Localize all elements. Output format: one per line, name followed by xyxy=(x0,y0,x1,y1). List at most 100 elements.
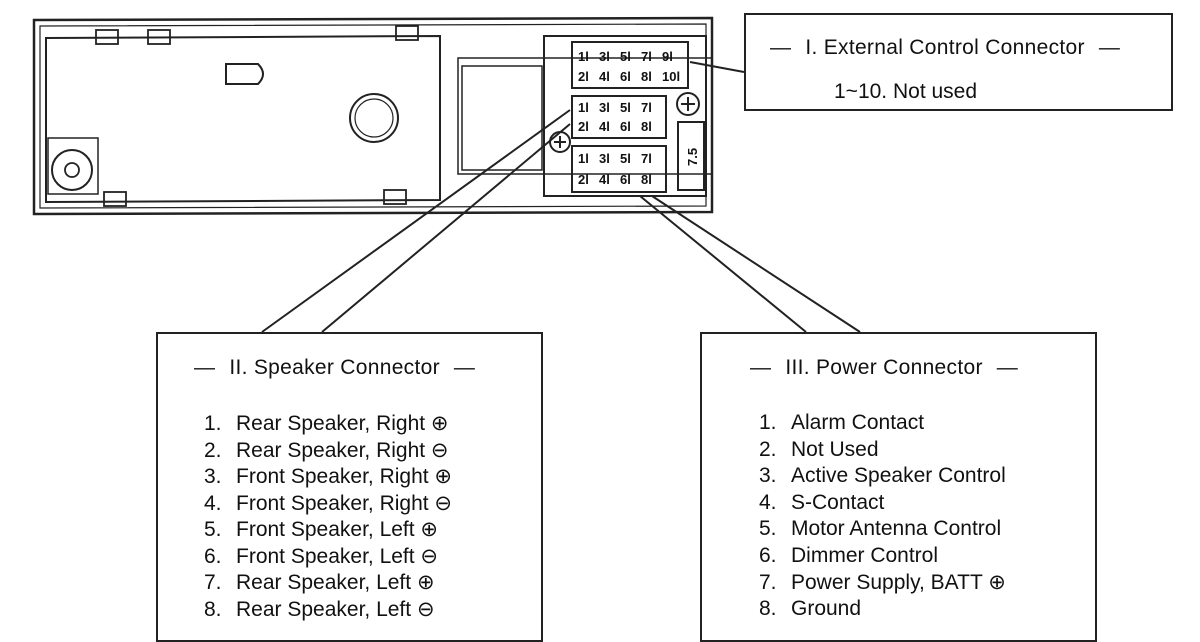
list-item-number: 4. xyxy=(204,491,222,515)
pin-number: 6l xyxy=(620,172,631,187)
pin-number: 2l xyxy=(578,119,589,134)
list-item-number: 3. xyxy=(759,464,777,487)
power-connector-title-row: — III. Power Connector — xyxy=(736,356,1032,380)
pin-number: 2l xyxy=(578,69,589,84)
list-item-label: Dimmer Control xyxy=(791,543,939,567)
power-connector-shape xyxy=(571,145,667,193)
leader-line-power xyxy=(639,195,807,333)
pin-number: 8l xyxy=(641,172,652,187)
pin-number: 5l xyxy=(620,100,631,115)
pin-number: 10l xyxy=(662,69,680,84)
pin-number: 4l xyxy=(599,172,610,187)
housing-tab xyxy=(103,191,127,207)
list-item-label: Not Used xyxy=(791,437,879,461)
list-item-number: 1. xyxy=(759,411,777,434)
list-item-label: Active Speaker Control xyxy=(791,464,1006,487)
title-dash: — xyxy=(194,356,216,379)
screw-icon xyxy=(51,149,93,191)
plus-terminal-icon xyxy=(676,92,700,116)
pin-number: 3l xyxy=(599,100,610,115)
list-item-number: 8. xyxy=(759,596,777,620)
rear-panel xyxy=(457,57,713,175)
title-dash: — xyxy=(996,356,1019,379)
radio-chassis xyxy=(32,16,714,216)
power-pin-list: 1. Alarm Contact 2.Not Used 3. Active Spea… xyxy=(759,411,1006,623)
leader-line-power xyxy=(651,195,861,333)
list-item: 6. Front Speaker, Left ⊖ xyxy=(204,544,452,571)
list-item-label: Rear Speaker, Left ⊕ xyxy=(236,571,435,594)
list-item: 6. Dimmer Control xyxy=(759,544,1006,571)
list-item-label: Rear Speaker, Right ⊕ xyxy=(236,412,449,435)
list-item: 3. Active Speaker Control xyxy=(759,464,1006,491)
pin-number: 1l xyxy=(578,100,589,115)
housing-left xyxy=(45,34,441,204)
title-dash: — xyxy=(1098,36,1121,59)
list-item: 2.Rear Speaker, Right ⊖ xyxy=(204,438,452,465)
title-dash: — xyxy=(750,356,772,379)
speaker-pin-list: 1.Rear Speaker, Right ⊕ 2.Rear Speaker, … xyxy=(204,411,452,623)
round-knob xyxy=(349,93,399,143)
list-item-label: Front Speaker, Left ⊖ xyxy=(236,544,439,568)
external-connector-shape xyxy=(571,41,689,89)
leader-line-external xyxy=(689,61,745,73)
title-dash: — xyxy=(453,356,476,379)
list-item-number: 8. xyxy=(204,597,222,621)
list-item: 1.Rear Speaker, Right ⊕ xyxy=(204,411,452,438)
list-item: 2.Not Used xyxy=(759,438,1006,465)
pin-number: 2l xyxy=(578,172,589,187)
list-item-label: Rear Speaker, Right ⊖ xyxy=(236,438,449,462)
list-item-label: S-Contact xyxy=(791,490,885,514)
housing-tab xyxy=(383,189,407,205)
list-item-number: 7. xyxy=(759,571,777,594)
list-item-label: Rear Speaker, Left ⊖ xyxy=(236,597,435,621)
power-connector-box: — III. Power Connector — 1. Alarm Contact 2… xyxy=(700,332,1097,642)
list-item-label: Front Speaker, Left ⊕ xyxy=(236,518,439,541)
screw-icon-inner xyxy=(64,162,80,178)
pin-number: 5l xyxy=(620,49,631,64)
external-connector-title-row: —I. External Control Connector— xyxy=(756,36,1134,60)
list-item-number: 3. xyxy=(204,465,222,488)
list-item-label: Power Supply, BATT ⊕ xyxy=(791,571,1006,594)
external-connector-title: I. External Control Connector xyxy=(805,36,1085,59)
list-item: 3. Front Speaker, Right ⊕ xyxy=(204,464,452,491)
list-item-label: Alarm Contact xyxy=(791,411,925,434)
leader-line-speaker xyxy=(261,109,571,333)
pin-number: 7l xyxy=(641,49,652,64)
list-item-label: Ground xyxy=(791,596,862,620)
leader-line-speaker xyxy=(321,123,571,333)
housing-tab xyxy=(95,29,119,45)
fuse-holder xyxy=(677,121,705,191)
slot-shape xyxy=(225,63,264,85)
external-connector-box: —I. External Control Connector— 1~10. No… xyxy=(744,13,1173,111)
list-item: 1. Alarm Contact xyxy=(759,411,1006,438)
list-item-number: 7. xyxy=(204,571,222,594)
power-connector-title: III. Power Connector xyxy=(785,356,983,379)
rear-window xyxy=(461,65,543,171)
chassis-inner-edge xyxy=(39,23,707,209)
pin-number: 8l xyxy=(641,69,652,84)
fuse-label: 7.5 xyxy=(685,148,700,166)
pin-number: 9l xyxy=(662,49,673,64)
list-item-number: 6. xyxy=(759,543,777,567)
speaker-connector-title-row: —II. Speaker Connector— xyxy=(180,356,489,380)
pin-number: 6l xyxy=(620,119,631,134)
housing-tab xyxy=(147,29,171,45)
list-item: 8. Rear Speaker, Left ⊖ xyxy=(204,597,452,624)
list-item-label: Motor Antenna Control xyxy=(791,517,1002,540)
list-item-label: Front Speaker, Right ⊖ xyxy=(236,491,453,515)
pin-number: 8l xyxy=(641,119,652,134)
pin-number: 1l xyxy=(578,151,589,166)
list-item: 8. Ground xyxy=(759,597,1006,624)
list-item-label: Front Speaker, Right ⊕ xyxy=(236,465,453,488)
housing-tab xyxy=(395,25,419,41)
list-item-number: 4. xyxy=(759,490,777,514)
pin-number: 3l xyxy=(599,49,610,64)
list-item: 4. Front Speaker, Right ⊖ xyxy=(204,491,452,518)
list-item-number: 6. xyxy=(204,544,222,568)
screw-post xyxy=(47,137,99,195)
list-item-number: 5. xyxy=(759,517,777,540)
